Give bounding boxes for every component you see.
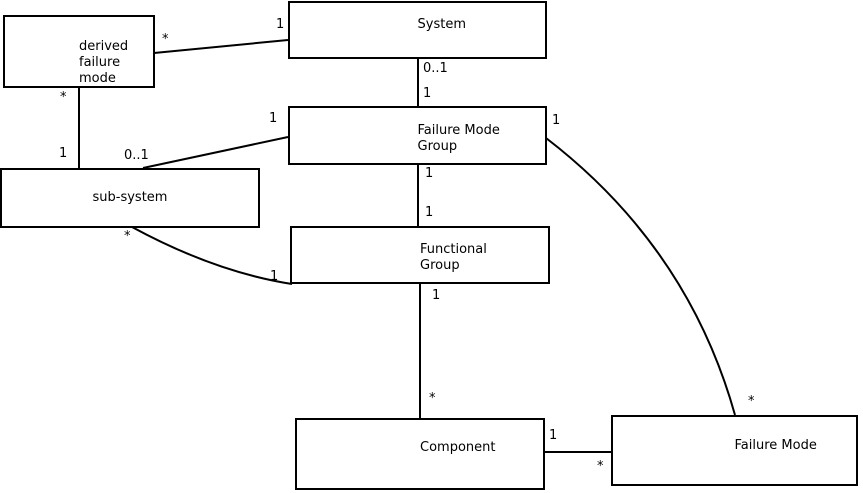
- multiplicity-label: 1: [423, 86, 432, 101]
- entity-label: derived failure mode: [79, 39, 129, 86]
- entity-label: Functional Group: [420, 242, 487, 273]
- entity-label: Failure Mode Group: [417, 123, 500, 154]
- entity-sub-system: sub-system: [0, 168, 260, 228]
- multiplicity-label: 1: [425, 205, 434, 220]
- entity-label: sub-system: [92, 190, 168, 205]
- relation-line-sub-system-functional-group: [131, 226, 293, 285]
- multiplicity-label: 1: [432, 288, 441, 303]
- entity-system: System: [288, 1, 547, 59]
- entity-component: Component: [295, 418, 545, 490]
- entity-failure-mode-group: Failure Mode Group: [288, 106, 547, 165]
- multiplicity-label: *: [162, 32, 169, 47]
- entity-functional-group: Functional Group: [290, 226, 550, 284]
- multiplicity-label: 1: [552, 113, 561, 128]
- multiplicity-label: 0..1: [124, 148, 149, 163]
- entity-label: Failure Mode: [734, 438, 817, 453]
- multiplicity-label: 1: [276, 17, 285, 32]
- multiplicity-label: 1: [269, 111, 278, 126]
- entity-label: Component: [420, 440, 496, 455]
- multiplicity-label: *: [60, 90, 67, 105]
- relation-line-failure-mode-group-failure-mode: [545, 137, 736, 416]
- multiplicity-label: *: [748, 394, 755, 409]
- multiplicity-label: 0..1: [423, 61, 448, 76]
- entity-failure-mode: Failure Mode: [611, 415, 858, 486]
- multiplicity-label: *: [597, 459, 604, 474]
- multiplicity-label: 1: [270, 269, 279, 284]
- entity-derived-failure-mode: derived failure mode: [3, 15, 155, 88]
- multiplicity-label: *: [124, 229, 131, 244]
- multiplicity-label: 1: [549, 428, 558, 443]
- entity-label: System: [417, 17, 466, 32]
- multiplicity-label: 1: [425, 166, 434, 181]
- relation-line-failure-mode-group-sub-system: [142, 136, 289, 169]
- relation-line-system-derived-failure-mode: [153, 39, 289, 54]
- multiplicity-label: 1: [59, 146, 68, 161]
- multiplicity-label: *: [429, 391, 436, 406]
